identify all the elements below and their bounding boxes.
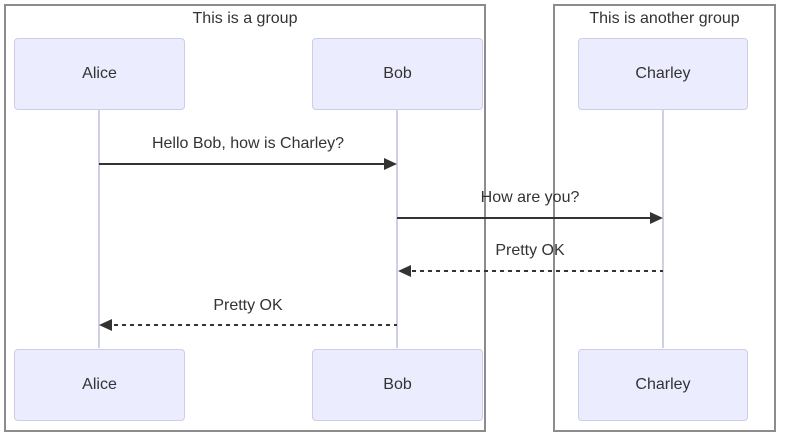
message-label-1: Hello Bob, how is Charley?	[151, 135, 345, 152]
arrowhead-right-icon	[650, 212, 663, 224]
actor-top-charley: Charley	[578, 38, 748, 110]
message-line-1	[99, 163, 389, 165]
group-title-b: This is another group	[589, 10, 740, 27]
lifeline-charley	[662, 110, 664, 348]
message-line-2	[397, 217, 655, 219]
actor-label: Charley	[635, 376, 691, 393]
actor-top-bob: Bob	[312, 38, 483, 110]
actor-label: Charley	[635, 65, 691, 82]
arrowhead-right-icon	[384, 158, 397, 170]
lifeline-bob	[396, 110, 398, 348]
arrowhead-left-icon	[99, 319, 112, 331]
actor-label: Bob	[383, 65, 412, 82]
actor-label: Alice	[82, 376, 117, 393]
actor-bottom-charley: Charley	[578, 349, 748, 421]
actor-bottom-bob: Bob	[312, 349, 483, 421]
arrowhead-left-icon	[398, 265, 411, 277]
actor-label: Bob	[383, 376, 412, 393]
group-title-a: This is a group	[192, 10, 298, 27]
message-label-4: Pretty OK	[213, 297, 283, 314]
message-line-4	[106, 324, 397, 326]
message-label-3: Pretty OK	[495, 242, 565, 259]
actor-bottom-alice: Alice	[14, 349, 185, 421]
lifeline-alice	[98, 110, 100, 348]
actor-top-alice: Alice	[14, 38, 185, 110]
actor-label: Alice	[82, 65, 117, 82]
message-label-2: How are you?	[480, 189, 580, 206]
message-line-3	[404, 270, 663, 272]
